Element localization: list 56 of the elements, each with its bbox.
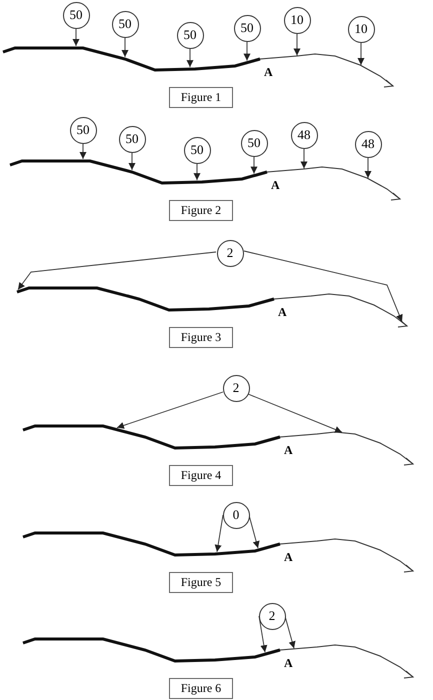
leader-arrow (194, 164, 200, 181)
figure-caption-box: Figure 2 (169, 200, 233, 221)
leader-arrow (250, 156, 258, 174)
stream-line (266, 166, 402, 200)
figure-caption-box: Figure 1 (169, 87, 233, 108)
leader-arrow (244, 42, 250, 62)
stream-line (280, 644, 414, 678)
leader-arrow (18, 252, 216, 290)
leader-arrow (116, 392, 224, 429)
number-circle: 50 (112, 10, 138, 38)
leader-arrow (300, 148, 308, 169)
leader-arrow (364, 158, 372, 178)
number-circle: 50 (184, 136, 210, 164)
number-circle: 0 (222, 502, 250, 528)
number-circle: 50 (70, 116, 96, 144)
number-circle: 50 (240, 130, 268, 156)
channel-line (2, 46, 260, 72)
point-label: A (284, 551, 293, 563)
channel-line (22, 532, 280, 556)
leader-arrow (186, 48, 194, 68)
point-label: A (284, 444, 293, 456)
number-circle: 2 (216, 240, 244, 266)
figure-caption-box: Figure 5 (169, 572, 233, 593)
figure-caption-box: Figure 6 (169, 678, 233, 699)
number-circle: 2 (258, 602, 286, 630)
leader-arrow (80, 144, 86, 160)
leader-arrow (358, 42, 364, 66)
point-label: A (284, 657, 293, 669)
stream-line (274, 294, 408, 328)
stream-line (280, 538, 414, 572)
number-circle: 50 (176, 22, 204, 48)
number-circle: 50 (118, 126, 146, 152)
leader-arrow (244, 250, 403, 322)
number-circle: 48 (354, 130, 382, 158)
number-circle: 50 (62, 2, 90, 28)
point-label: A (271, 179, 280, 191)
leader-arrow (248, 394, 342, 433)
figure-caption-box: Figure 4 (169, 465, 233, 486)
leader-arrow (72, 28, 80, 46)
leader-arrow (294, 34, 300, 56)
stream-line (280, 432, 414, 466)
channel-line (22, 424, 280, 450)
figure-caption-box: Figure 3 (169, 327, 233, 348)
point-label: A (278, 306, 287, 318)
channel-line (16, 286, 274, 312)
number-circle: 50 (234, 14, 260, 42)
point-label: A (264, 66, 273, 78)
leader-arrow (122, 38, 128, 58)
stream-line (260, 54, 394, 88)
leader-arrow (128, 152, 136, 170)
number-circle: 48 (290, 122, 318, 148)
number-circle: 2 (222, 374, 250, 402)
number-circle: 10 (348, 16, 374, 42)
channel-line (10, 160, 268, 184)
channel-line (22, 638, 280, 662)
number-circle: 10 (284, 6, 310, 34)
